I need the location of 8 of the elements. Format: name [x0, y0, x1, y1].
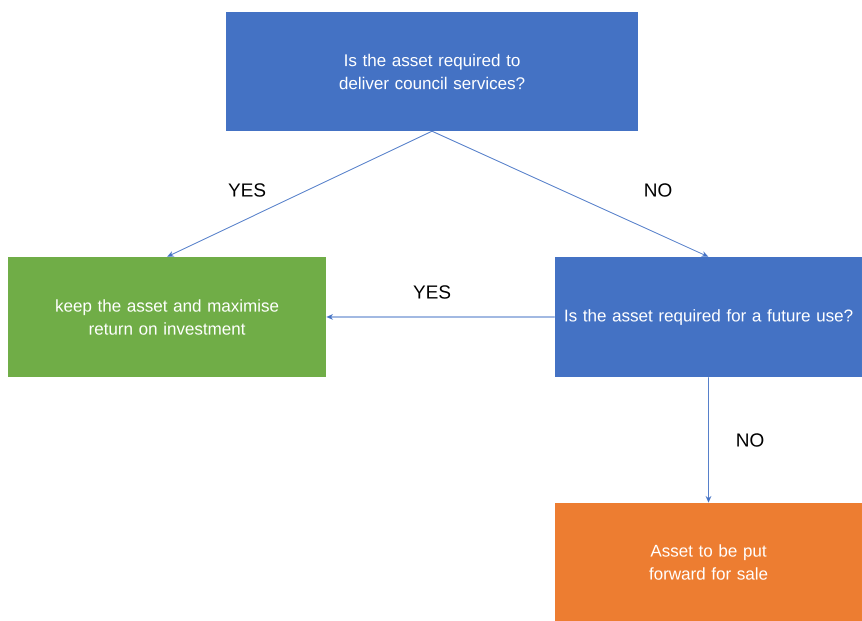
outcome-box: Asset to be put forward for sale	[555, 503, 862, 621]
edge-label: NO	[737, 433, 764, 447]
decision-box: Is the asset required to deliver council services?	[226, 12, 638, 131]
edge-label: NO	[645, 183, 672, 197]
outcome-box: keep the asset and maximise return on investment	[8, 257, 326, 377]
decision-box: Is the asset required for a future use?	[555, 257, 862, 377]
edge-label: YES	[228, 183, 266, 197]
edge-label: YES	[413, 285, 450, 299]
